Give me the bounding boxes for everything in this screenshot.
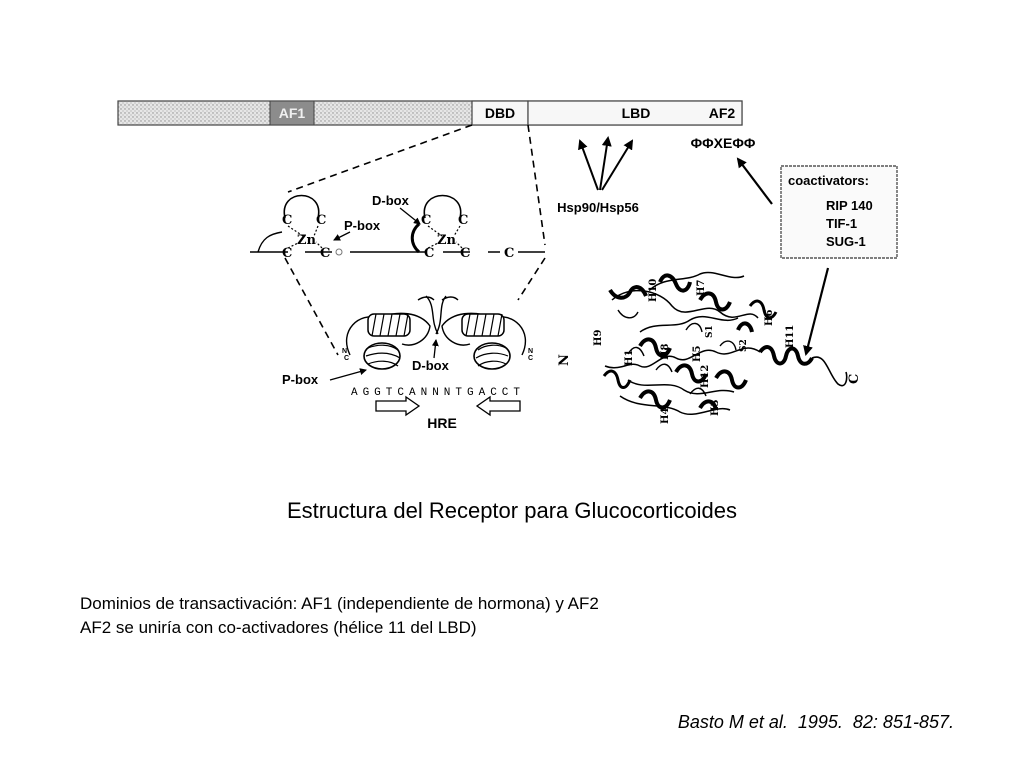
dimer-right-n: N [528,348,533,355]
dimer-right-c: C [528,355,533,362]
af1-label: AF1 [279,105,306,121]
helix-label: S1 [705,325,715,338]
note-line: AF2 se uniría con co-activadores (hélice… [80,618,477,637]
dimer-left-helix-coils [371,313,409,337]
hre-sequence: AGGTCANNNTGACCT [351,387,525,399]
coactivator-to-af2-arrow [736,157,773,205]
chaperone-arrows [578,136,634,191]
dna-d-box-arrow [431,339,439,359]
d-box-bracket [410,222,421,254]
zinc-finger-2-bonds [427,225,463,249]
zinc-finger-1-lead [257,231,283,253]
expansion-line-left-upper [287,124,473,193]
citation: Basto M et al. 1995. 82: 851-857. [677,712,954,732]
dimer-left-c: C [344,355,349,362]
zinc-d-box-label: D-box [372,193,410,208]
dimer-left-recognition-coils [365,344,401,367]
zinc-finger-2-cys: C [424,246,434,261]
zinc-finger-2-cys: C [421,213,431,228]
helix-11-ribbon [758,345,814,366]
lbd-segment [527,100,743,126]
lbd-structure: N C H10 H7 H9 H1 H8 H5 S1 S2 H6 H11 H12 … [557,271,862,424]
expansion-line-left-lower [284,257,339,356]
af1-segment [269,100,315,126]
af2-motif: ΦΦXEΦΦ [691,135,756,151]
hre-arrow-left [375,395,421,417]
helix-label: H5 [692,346,703,362]
figure-title: Estructura del Receptor para Glucocortic… [287,498,737,523]
dna-p-box-arrow [329,368,367,381]
lbd-ribbons-dark [608,273,754,411]
zinc-finger-schematic: C C Zn C C C C Zn C C C D-box P-box [250,193,545,261]
p-box-residue [335,248,343,256]
chaperone-arrow-left [578,139,599,191]
zinc-p-box-label: P-box [344,218,381,233]
dna-p-box-label: P-box [282,372,319,387]
coactivator-item: SUG-1 [826,234,866,249]
zinc-finger-3-cys: C [504,246,514,261]
notes: Dominios de transactivación: AF1 (indepe… [80,592,599,640]
zinc-finger-2-zn: Zn [437,233,456,248]
expansion-line-right-upper [527,124,546,246]
helix-label: H11 [785,325,796,348]
lbd-loops [604,271,761,415]
helix-label: H12 [700,365,711,388]
c-terminal-tail [811,356,848,387]
lbd-n-label: N [557,354,572,366]
expansion-lines [284,124,546,356]
helix-label: H10 [648,279,659,302]
coactivator-item: RIP 140 [826,198,873,213]
chaperone-arrow-middle [599,136,612,191]
coactivator-item: TIF-1 [826,216,857,231]
chaperone-arrow-right [601,139,634,191]
dimer-right-helix-coils [465,313,503,337]
coactivator-to-h11-arrow [803,267,830,356]
zinc-finger-1-cys: C [320,246,330,261]
zinc-finger-1-loop [283,194,320,219]
dimer-left-recognition-helix [363,342,401,370]
helix-label: H6 [764,310,775,326]
lbd-c-label: C [847,374,862,384]
lbd-label: LBD [622,105,651,121]
zinc-finger-2-loop [423,194,462,219]
helix-label: H4 [660,408,671,424]
dbd-dimer-on-dna: N C N C D-box P-box AGGTCANNNTGACCT HRE [282,295,533,431]
coactivators-title: coactivators: [788,173,869,188]
zinc-p-box-arrow [333,231,351,241]
zinc-finger-1-bonds [287,225,323,249]
zinc-finger-1-zn: Zn [297,233,316,248]
helix-label: S2 [739,339,749,352]
helix-label: H3 [710,400,721,416]
helix-1-ribbon [602,369,632,389]
zinc-d-box-arrow [399,207,421,225]
note-line: Dominios de transactivación: AF1 (indepe… [80,594,599,613]
zinc-finger-2-cys: C [458,213,468,228]
dbd-segment [471,100,529,126]
domain-bar: AF1 DBD LBD AF2 [117,100,743,126]
dimer-right-recognition-helix [473,342,511,370]
dimer-left-n: N [342,348,347,355]
coactivators-box: coactivators: RIP 140 TIF-1 SUG-1 [780,165,898,259]
af2-label: AF2 [709,105,736,121]
helix-label: H9 [593,330,604,346]
zinc-finger-1-cys: C [316,213,326,228]
helix-label: H7 [696,280,707,296]
dimer-right-recognition-coils [475,344,509,367]
helix-6-ribbon [748,299,778,320]
lbd-ribbons-light [617,309,737,397]
dimer-interface-strands [417,295,459,335]
zinc-finger-1-cys: C [282,213,292,228]
dna-d-box-label: D-box [412,358,450,373]
hre-label: HRE [427,415,457,431]
dbd-label: DBD [485,105,515,121]
chaperone-label: Hsp90/Hsp56 [557,200,639,215]
helix-label: H8 [660,344,671,360]
receptor-structure-figure: AF1 DBD LBD AF2 ΦΦXEΦΦ Hsp90/Hsp56 coact… [117,100,898,431]
zinc-finger-1-cys: C [282,246,292,261]
zinc-finger-2-cys: C [460,246,470,261]
coactivators-frame [780,165,898,259]
hre-arrow-right [475,395,521,417]
expansion-line-right-lower [517,257,546,301]
helix-label: H1 [624,350,635,366]
